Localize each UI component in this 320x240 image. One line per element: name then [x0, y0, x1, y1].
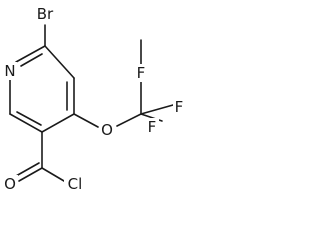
- bond-o-cf3: [116, 113, 142, 127]
- bond-c3-c2: [44, 45, 75, 79]
- bonds: [9, 24, 174, 182]
- atom-oxygen-ether: O: [101, 121, 113, 139]
- atom-oxygen-carbonyl: O: [4, 175, 16, 193]
- bond-c-o-double-a: [18, 167, 43, 182]
- chemical-structure: Br N O F F F O Cl: [2, 5, 186, 193]
- bond-c5-c4: [41, 113, 75, 133]
- bond-c6-c5: [9, 113, 43, 133]
- atom-chlorine: Cl: [68, 175, 83, 193]
- atom-fluorine-top: F: [137, 64, 146, 82]
- atom-fluorine-right: F: [175, 98, 184, 116]
- atom-bromine: Br: [37, 5, 54, 23]
- bond-c-f-right: [140, 104, 174, 115]
- bond-c2-n1-inner: [20, 53, 43, 67]
- atom-fluorine-bottom: F: [148, 118, 157, 136]
- bond-c6-c5-inner: [16, 111, 42, 126]
- bond-c-o-double-b: [15, 162, 40, 177]
- atom-nitrogen: N: [4, 62, 15, 80]
- bond-c2-n1: [15, 45, 46, 63]
- bond-c-cl: [41, 167, 65, 182]
- atom-labels: Br N O F F F O Cl: [2, 5, 186, 193]
- bond-c4-o: [73, 113, 99, 128]
